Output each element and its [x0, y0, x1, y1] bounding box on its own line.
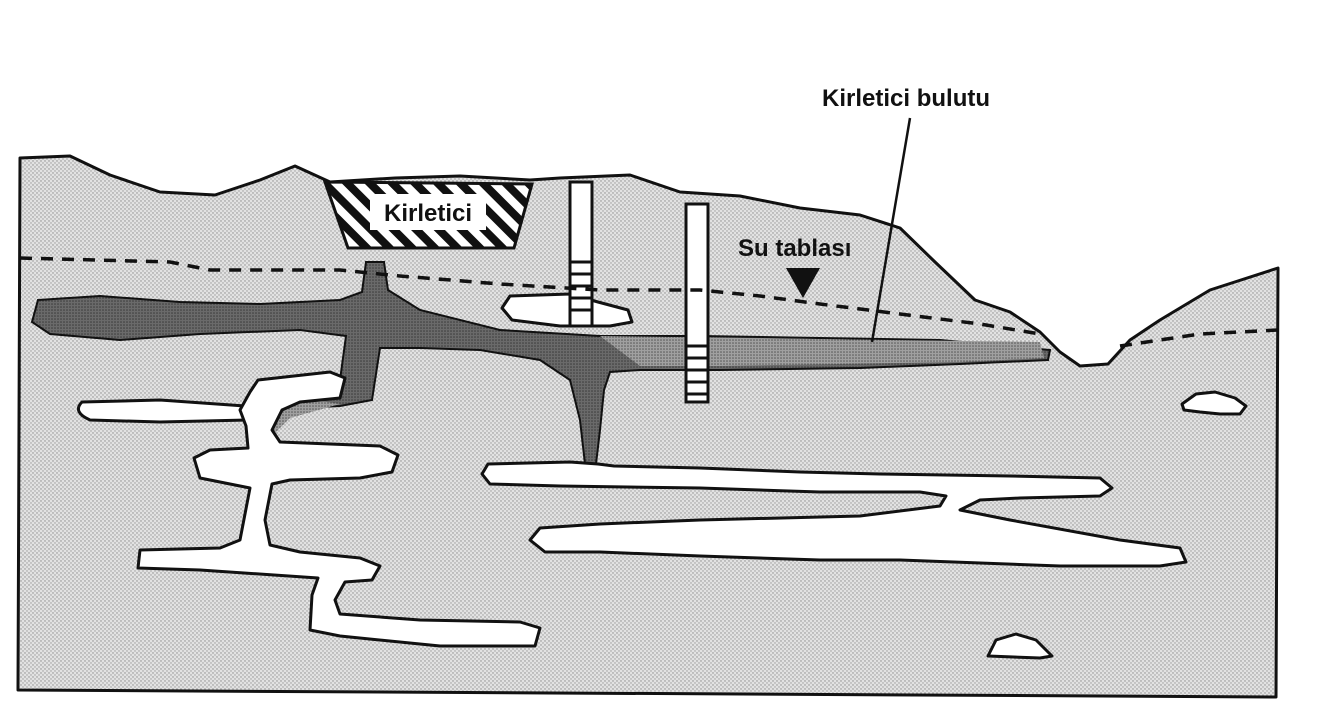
water-table-label: Su tablası [738, 235, 851, 262]
void-right-small [1180, 390, 1248, 416]
void-bottom-small [986, 632, 1054, 660]
water-table-line [19, 256, 1279, 348]
ground-profile [16, 154, 1280, 699]
contaminant-label-box [370, 194, 486, 230]
fracture-voids [76, 292, 1248, 660]
water-table-marker-icon [786, 268, 820, 298]
contaminant-label: Kirletici [384, 200, 472, 227]
contaminant-plume [30, 261, 1052, 465]
plume-label: Kirletici bulutu [822, 85, 990, 112]
void-lower-middle [480, 460, 1188, 568]
plume-leader-line [870, 117, 912, 343]
void-left-channel [136, 370, 542, 648]
void-upper-left [76, 398, 250, 424]
monitoring-well-1 [568, 180, 594, 328]
monitoring-well-2 [684, 202, 710, 404]
